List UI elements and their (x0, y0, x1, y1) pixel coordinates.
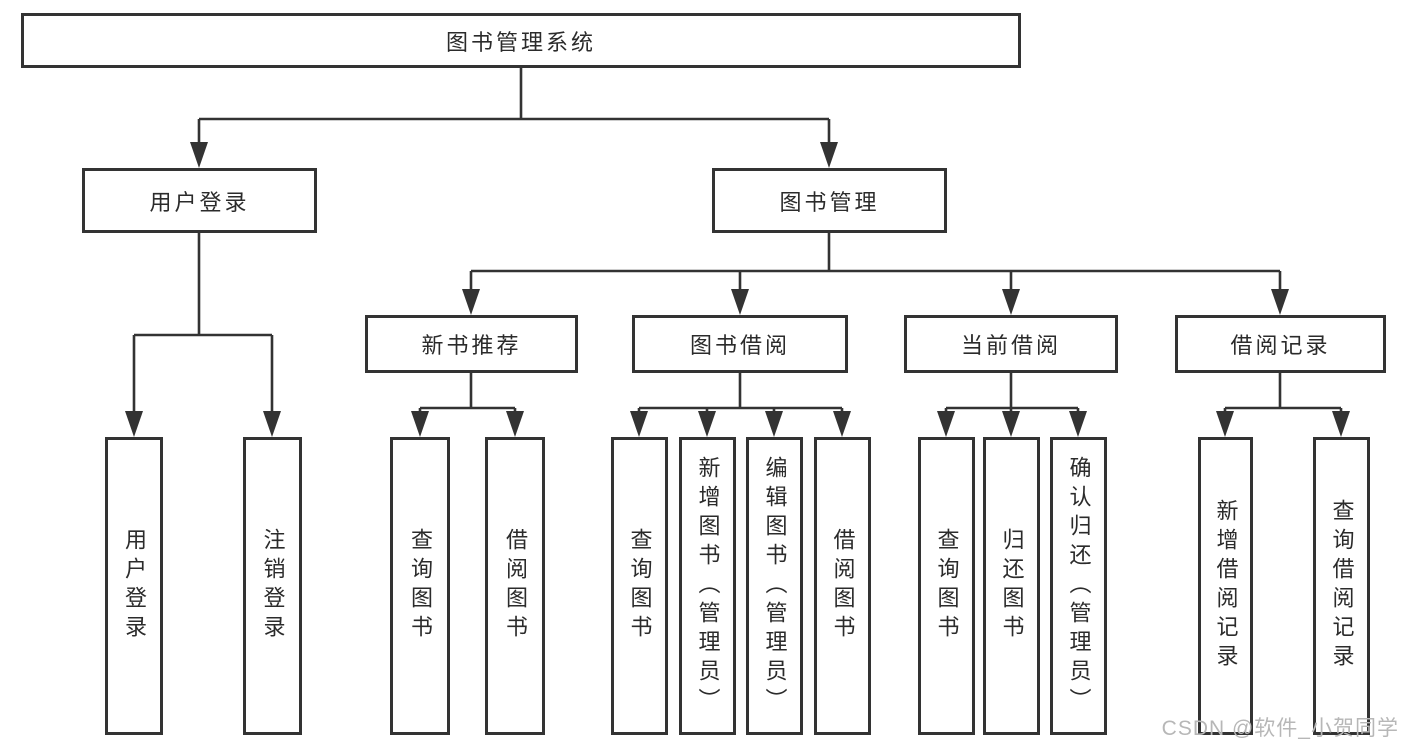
node-new-book-recommend: 新书推荐 (365, 315, 578, 373)
leaf-bb-query-books: 查询图书 (611, 437, 668, 735)
leaf-bb-edit-books-admin-label: 编辑图书（管理员） (762, 455, 788, 717)
node-book-management: 图书管理 (712, 168, 947, 233)
connector-user-login-to-leaves (132, 233, 274, 413)
node-user-login: 用户登录 (82, 168, 317, 233)
leaf-cb-return-books-label: 归还图书 (999, 528, 1025, 644)
connector-book-management-to-level3 (469, 233, 1282, 291)
connector-new-book-to-leaves (418, 373, 517, 413)
connector-borrow-records-to-leaves (1223, 373, 1343, 413)
leaf-br-add-record-label: 新增借阅记录 (1213, 499, 1239, 673)
arrowheads (125, 142, 1350, 437)
node-current-borrow: 当前借阅 (904, 315, 1118, 373)
leaf-bb-borrow-books-label: 借阅图书 (830, 528, 856, 644)
leaf-bb-query-books-label: 查询图书 (627, 528, 653, 644)
leaf-logout: 注销登录 (243, 437, 302, 735)
watermark: CSDN @软件_小贺同学 (1161, 717, 1399, 740)
leaf-user-login-label: 用户登录 (122, 528, 147, 644)
leaf-cb-return-books: 归还图书 (983, 437, 1040, 735)
connector-root-to-level2 (197, 68, 831, 144)
leaf-bb-borrow-books: 借阅图书 (814, 437, 871, 735)
leaf-bb-add-books-admin: 新增图书（管理员） (679, 437, 736, 735)
node-root-system: 图书管理系统 (21, 13, 1021, 68)
leaf-br-query-record: 查询借阅记录 (1313, 437, 1370, 735)
leaf-nb-borrow-books-label: 借阅图书 (503, 528, 528, 644)
leaf-cb-query-books: 查询图书 (918, 437, 975, 735)
leaf-user-login: 用户登录 (105, 437, 163, 735)
leaf-bb-add-books-admin-label: 新增图书（管理员） (695, 455, 721, 717)
node-borrow-records: 借阅记录 (1175, 315, 1386, 373)
leaf-cb-confirm-return-admin-label: 确认归还（管理员） (1066, 455, 1092, 717)
leaf-nb-borrow-books: 借阅图书 (485, 437, 545, 735)
leaf-logout-label: 注销登录 (260, 528, 286, 644)
leaf-bb-edit-books-admin: 编辑图书（管理员） (746, 437, 803, 735)
leaf-cb-query-books-label: 查询图书 (934, 528, 960, 644)
leaf-cb-confirm-return-admin: 确认归还（管理员） (1050, 437, 1107, 735)
connector-current-borrow-to-leaves (944, 373, 1080, 413)
leaf-nb-query-books-label: 查询图书 (408, 528, 433, 644)
node-book-borrow: 图书借阅 (632, 315, 848, 373)
leaf-br-query-record-label: 查询借阅记录 (1329, 499, 1355, 673)
connector-book-borrow-to-leaves (637, 373, 844, 413)
leaf-nb-query-books: 查询图书 (390, 437, 450, 735)
leaf-br-add-record: 新增借阅记录 (1198, 437, 1253, 735)
